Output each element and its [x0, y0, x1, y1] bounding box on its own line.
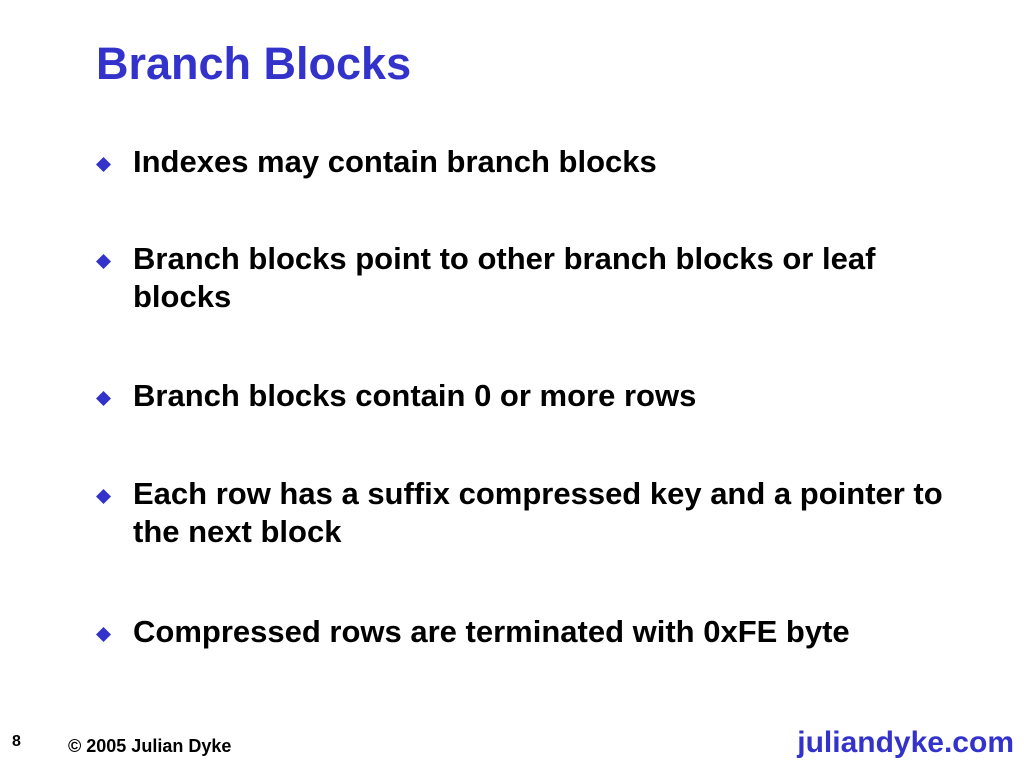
diamond-icon	[96, 627, 111, 642]
slide-title: Branch Blocks	[96, 38, 412, 89]
bullet-item: Branch blocks contain 0 or more rows	[96, 377, 976, 415]
diamond-icon	[96, 489, 111, 504]
copyright-notice: © 2005 Julian Dyke	[68, 736, 232, 756]
bullet-item: Branch blocks point to other branch bloc…	[96, 240, 976, 316]
diamond-icon	[96, 391, 111, 406]
diamond-icon	[96, 157, 111, 172]
diamond-icon	[96, 254, 111, 269]
bullet-text: Branch blocks contain 0 or more rows	[133, 378, 697, 413]
bullet-text: Each row has a suffix compressed key and…	[133, 476, 943, 549]
bullet-item: Each row has a suffix compressed key and…	[96, 475, 976, 551]
bullet-item: Indexes may contain branch blocks	[96, 143, 976, 181]
bullet-item: Compressed rows are terminated with 0xFE…	[96, 613, 976, 651]
page-number: 8	[12, 733, 21, 750]
bullet-text: Indexes may contain branch blocks	[133, 144, 657, 179]
bullet-text: Branch blocks point to other branch bloc…	[133, 241, 876, 314]
bullet-text: Compressed rows are terminated with 0xFE…	[133, 614, 850, 649]
site-name: juliandyke.com	[797, 726, 1014, 759]
